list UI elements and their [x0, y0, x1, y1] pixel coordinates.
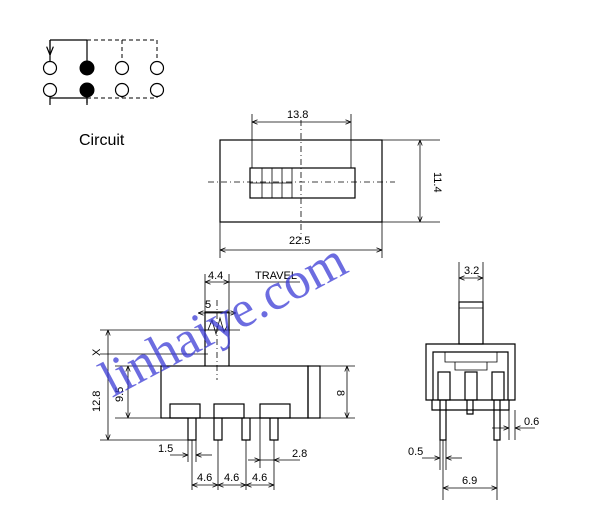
contact-open — [114, 82, 130, 98]
dim-top-height: 11.4 — [431, 172, 443, 193]
dim-top-width: 13.8 — [287, 109, 308, 121]
top-view: 13.8 11.4 22.5 — [208, 109, 443, 258]
circuit-schematic: Circuit — [42, 39, 165, 149]
pins — [169, 403, 291, 441]
contact-open — [114, 60, 130, 76]
circuit-caption: Circuit — [79, 132, 125, 149]
end-view: 3.2 0.6 0.5 6.9 — [408, 262, 539, 500]
dim-pin-end: 2.8 — [292, 448, 307, 460]
dim-pitch-1: 4.6 — [197, 472, 212, 484]
dim-height-body: 9.5 — [114, 387, 126, 402]
contact-closed — [79, 82, 95, 98]
dim-side-offset: 0.6 — [524, 416, 539, 428]
contact-open — [42, 82, 58, 98]
dim-travel: 4.4 — [208, 270, 223, 282]
contact-closed — [79, 60, 95, 76]
dim-pitch-3: 4.6 — [252, 472, 267, 484]
dim-lever: 5 — [205, 299, 211, 311]
dim-pin-width: 1.5 — [158, 443, 173, 455]
contact-open — [149, 60, 165, 76]
dim-lever-width: 3.2 — [464, 265, 479, 277]
dim-body-height: 8 — [334, 390, 346, 396]
dim-pin-span: 6.9 — [462, 475, 477, 487]
label-x: X — [91, 348, 103, 356]
side-view: 4.4 TRAVEL 5 X 12.8 9.5 8 — [91, 270, 355, 490]
dim-height-total: 12.8 — [91, 391, 103, 412]
dim-top-overall: 22.5 — [289, 235, 310, 247]
watermark: linhaiye.com — [91, 231, 356, 408]
travel-label: TRAVEL — [255, 270, 297, 282]
contact-open — [149, 82, 165, 98]
dim-pin-thickness: 0.5 — [408, 446, 423, 458]
contact-open — [42, 60, 58, 76]
dim-pitch-2: 4.6 — [224, 472, 239, 484]
